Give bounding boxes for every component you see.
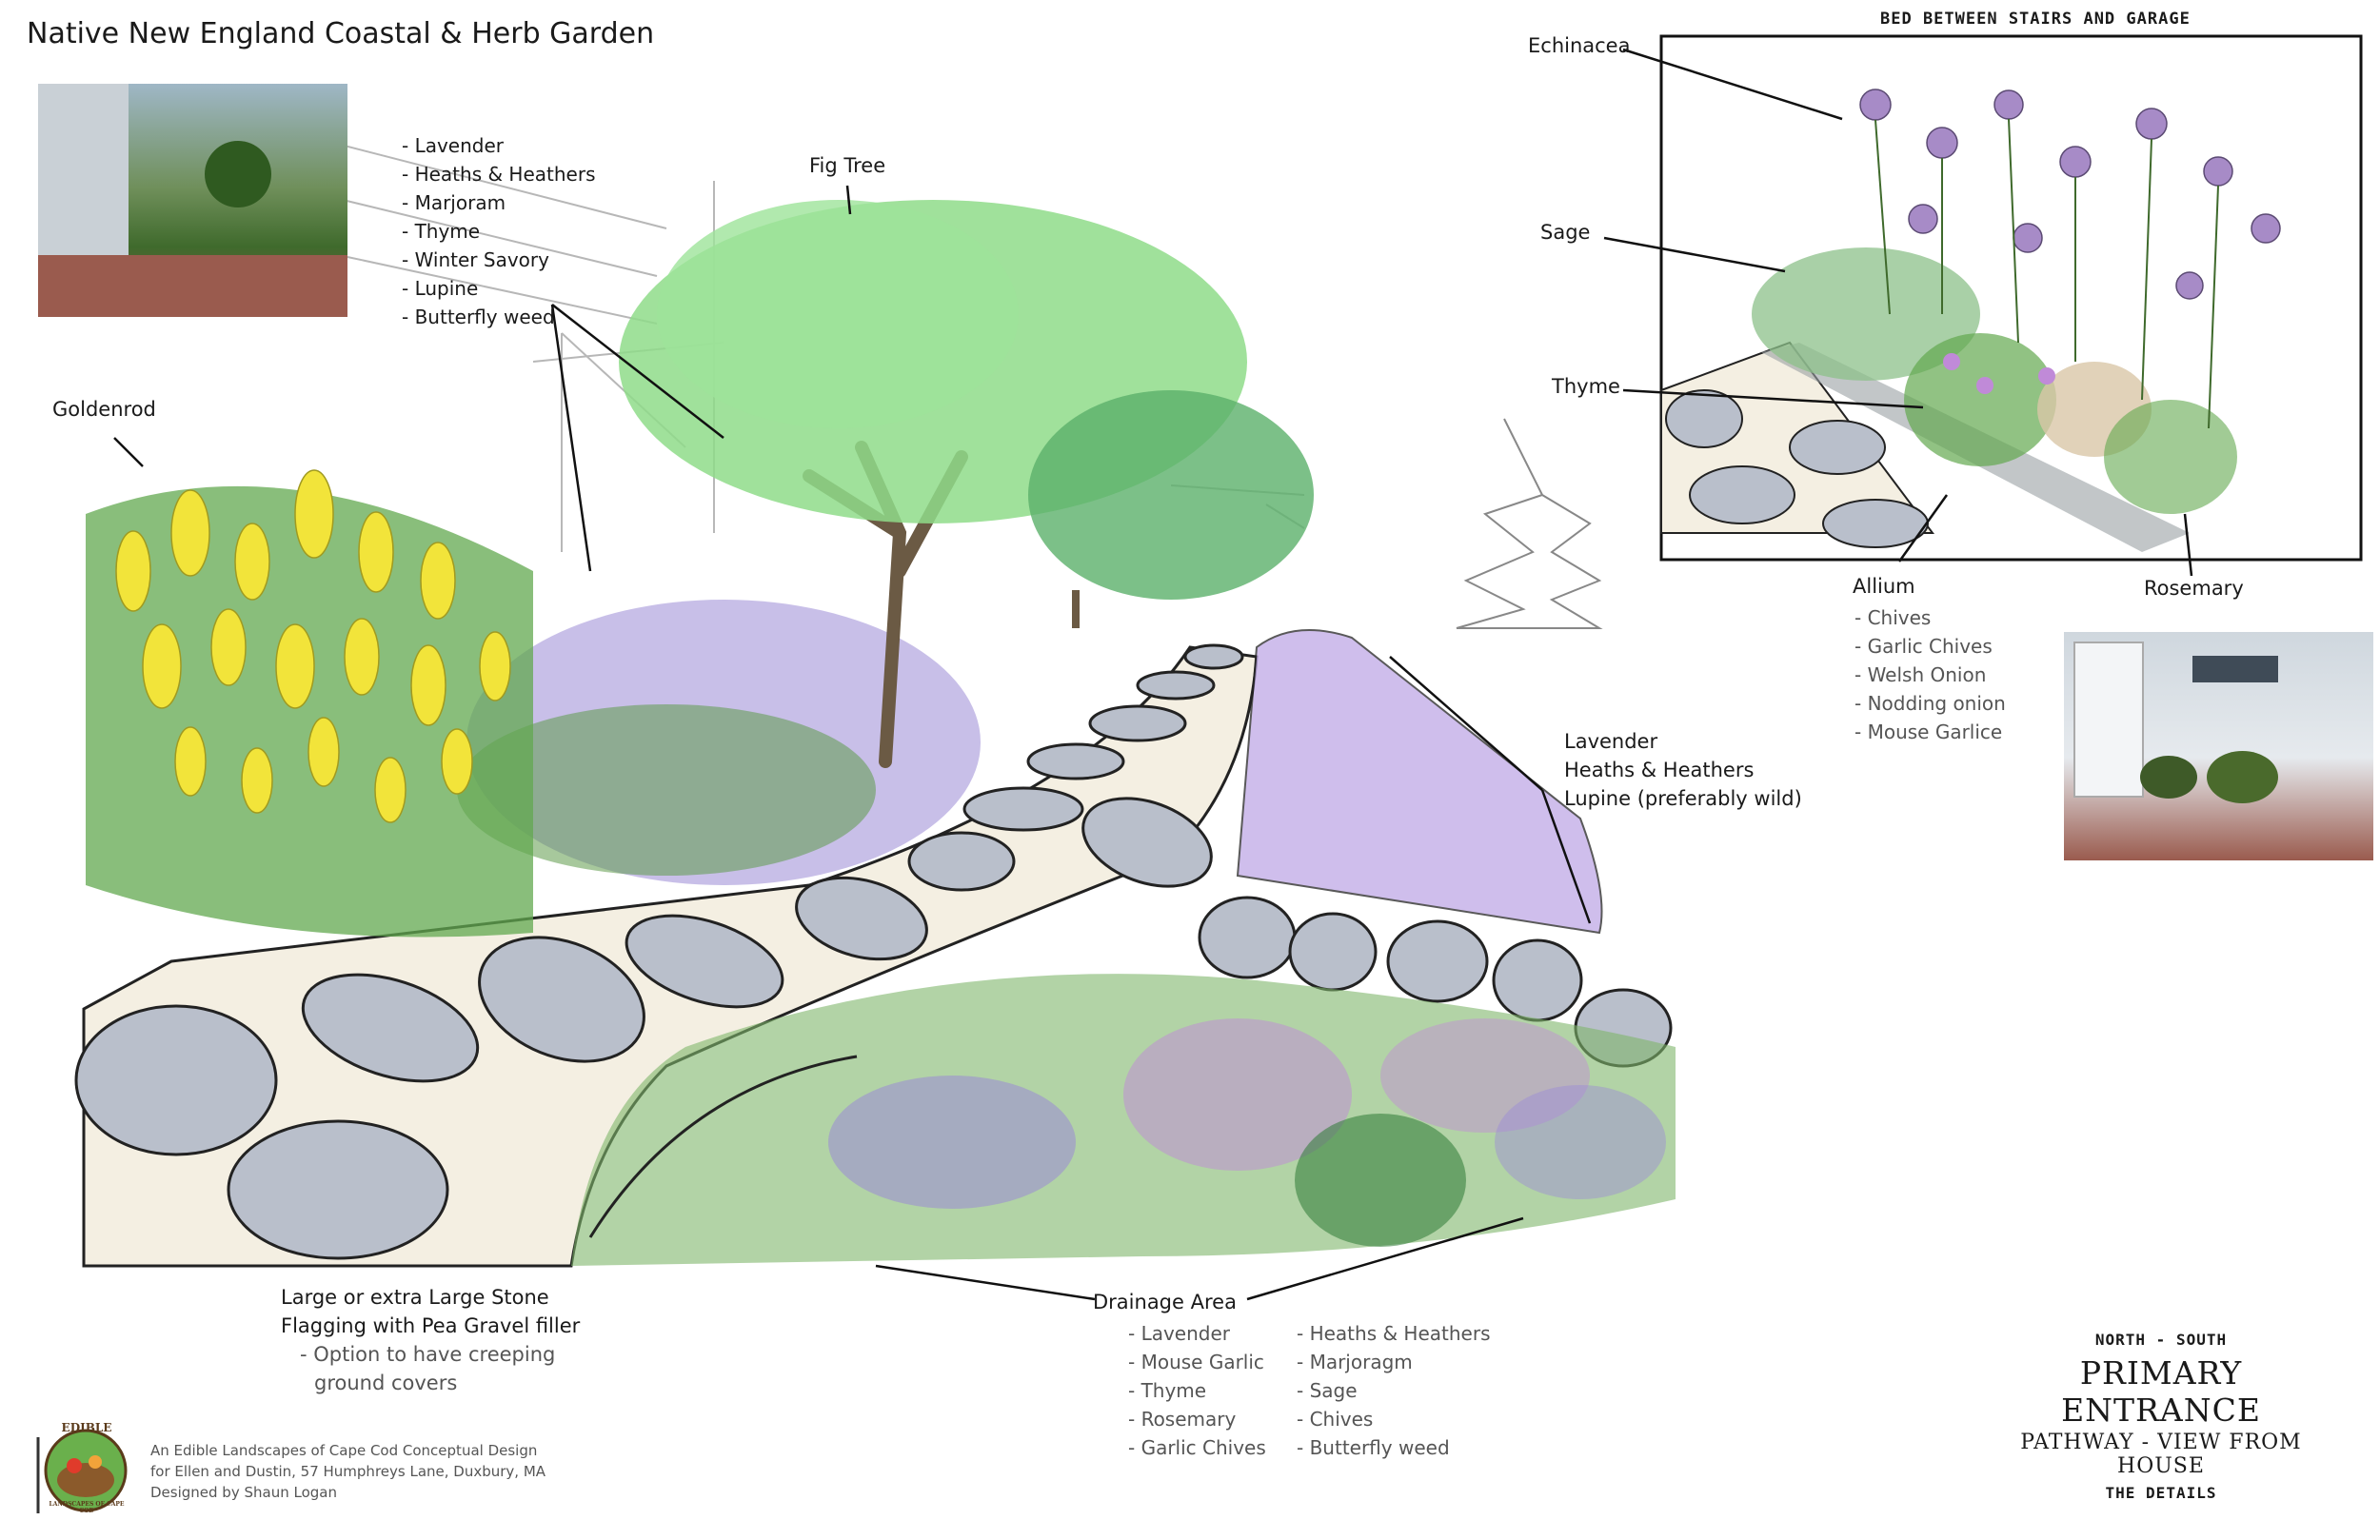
drainage-item: - Chives <box>1297 1408 1374 1431</box>
herb-list-item: - Lupine <box>402 277 479 300</box>
credits: An Edible Landscapes of Cape Cod Concept… <box>150 1440 545 1503</box>
stone-note-line: Flagging with Pea Gravel filler <box>281 1314 581 1337</box>
stone-note-option: - Option to have creeping <box>300 1343 556 1366</box>
leader-lines <box>113 185 1592 1301</box>
drainage-item: - Thyme <box>1128 1379 1207 1402</box>
allium-heading: Allium <box>1853 575 1915 598</box>
border-list-item: Heaths & Heathers <box>1564 759 1755 781</box>
orientation-label: NORTH - SOUTH <box>2094 1331 2228 1349</box>
drainage-heading: Drainage Area <box>1093 1291 1237 1313</box>
stone-note-option: ground covers <box>314 1372 458 1394</box>
stepping-stones <box>74 643 1244 1260</box>
logo-text: EDIBLE LANDSCAPES OF CAPE COD <box>44 1421 129 1514</box>
herb-list-item: - Marjoram <box>402 191 506 214</box>
allium-list: - Chives - Garlic Chives - Welsh Onion -… <box>1854 603 2006 746</box>
credits-line: Designed by Shaun Logan <box>150 1484 337 1501</box>
herb-list: - Lavender - Heaths & Heathers - Marjora… <box>402 131 596 331</box>
goldenrod-label: Goldenrod <box>52 398 156 421</box>
herb-list-item: - Lavender <box>402 134 505 157</box>
drainage-item: - Mouse Garlic <box>1128 1351 1264 1373</box>
fig-tree-label: Fig Tree <box>809 154 886 177</box>
credits-line: for Ellen and Dustin, 57 Humphreys Lane,… <box>150 1463 546 1480</box>
herb-list-item: - Heaths & Heathers <box>402 163 596 186</box>
border-list: Lavender Heaths & Heathers Lupine (prefe… <box>1564 727 1802 813</box>
garden-photo <box>38 84 347 317</box>
drawing-subtitle: PATHWAY - VIEW FROM HOUSE <box>2020 1431 2302 1478</box>
lavender-bed <box>1236 629 1603 935</box>
border-list-item: Lavender <box>1564 730 1658 753</box>
rosemary-label: Rosemary <box>2144 577 2244 600</box>
drainage-item: - Marjoragm <box>1297 1351 1413 1373</box>
logo-bottom-text: LANDSCAPES OF CAPE COD <box>49 1501 125 1514</box>
drainage-list-1: - Lavender - Mouse Garlic - Thyme - Rose… <box>1128 1319 1266 1462</box>
border-list-item: Lupine (preferably wild) <box>1564 787 1802 810</box>
herb-list-item: - Thyme <box>402 220 481 243</box>
fig-tree <box>619 200 1314 768</box>
evergreen-sketch <box>1456 418 1603 629</box>
herb-list-item: - Winter Savory <box>402 248 549 271</box>
drainage-item: - Heaths & Heathers <box>1297 1322 1491 1345</box>
drainage-item: - Rosemary <box>1128 1408 1237 1431</box>
allium-item: - Mouse Garlice <box>1854 721 2003 743</box>
allium-item: - Nodding onion <box>1854 692 2006 715</box>
stone-note: Large or extra Large Stone Flagging with… <box>281 1283 580 1397</box>
page-title: Native New England Coastal & Herb Garden <box>27 17 655 50</box>
allium-item: - Chives <box>1854 606 1932 629</box>
drawing-title: PRIMARY ENTRANCE <box>2061 1354 2261 1429</box>
goldenrod-patch <box>86 469 533 938</box>
details-label: THE DETAILS <box>2105 1484 2217 1502</box>
inset-illustration <box>1603 34 2363 577</box>
drainage-item: - Sage <box>1297 1379 1358 1402</box>
company-logo <box>36 1429 128 1513</box>
allium-item: - Welsh Onion <box>1854 663 1987 686</box>
echinacea-label: Echinacea <box>1528 34 1631 57</box>
drainage-item: - Lavender <box>1128 1322 1231 1345</box>
entrance-photo <box>2064 632 2373 860</box>
drainage-item: - Butterfly weed <box>1297 1436 1450 1459</box>
stone-note-line: Large or extra Large Stone <box>281 1286 549 1309</box>
drainage-list-2: - Heaths & Heathers - Marjoragm - Sage -… <box>1297 1319 1491 1462</box>
herb-list-item: - Butterfly weed <box>402 306 555 328</box>
thyme-label: Thyme <box>1552 375 1620 398</box>
allium-item: - Garlic Chives <box>1854 635 1993 658</box>
logo-top-text: EDIBLE <box>61 1421 112 1434</box>
title-block: NORTH - SOUTH PRIMARY ENTRANCE PATHWAY -… <box>1990 1331 2332 1502</box>
inset-title: BED BETWEEN STAIRS AND GARAGE <box>1880 10 2191 29</box>
sage-label: Sage <box>1540 221 1591 244</box>
drainage-item: - Garlic Chives <box>1128 1436 1266 1459</box>
credits-line: An Edible Landscapes of Cape Cod Concept… <box>150 1442 538 1459</box>
drainage-plantings <box>571 974 1676 1266</box>
